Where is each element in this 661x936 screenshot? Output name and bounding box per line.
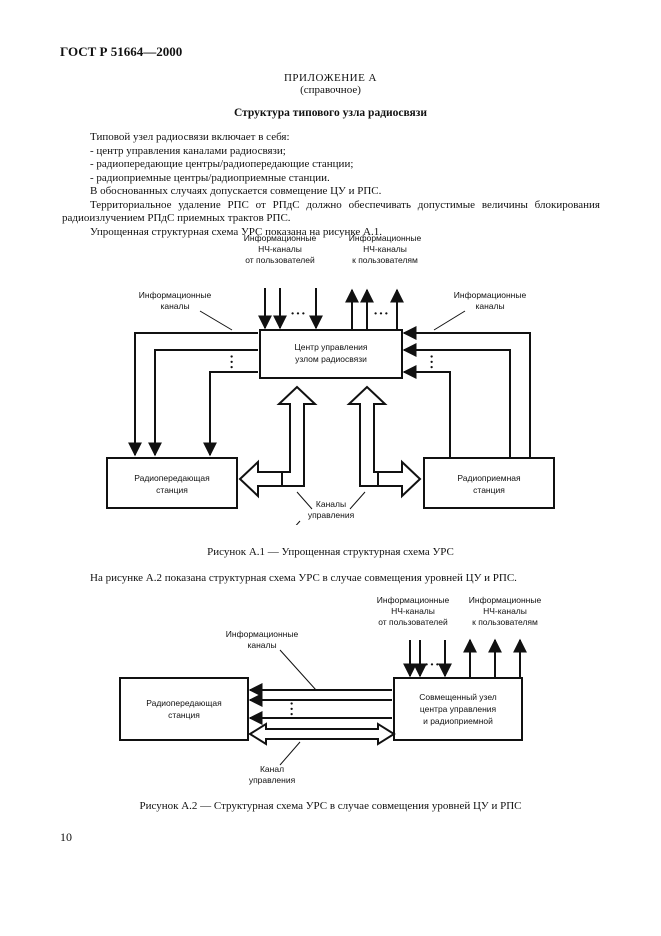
svg-text:Информационные: Информационные: [226, 629, 299, 639]
svg-text:к пользователям: к пользователям: [472, 617, 538, 627]
figure-a2-diagram: Информационные НЧ-каналы от пользователе…: [119, 595, 542, 785]
vertical-dots-right: • • •: [427, 355, 437, 369]
combined-node-label: центра управления: [420, 704, 497, 714]
control-center-label: Центр управления: [294, 342, 367, 352]
dots: • • •: [425, 659, 439, 669]
info-channels-label: Информационные каналы: [226, 629, 299, 650]
paragraph: Упрощенная структурная схема УРС показан…: [90, 225, 383, 238]
svg-text:НЧ-каналы: НЧ-каналы: [483, 606, 527, 616]
svg-text:к пользователям: к пользователям: [352, 255, 418, 265]
combined-node-box: [393, 677, 523, 741]
control-center-box: [259, 329, 403, 379]
top-right-label: Информационные НЧ-каналы к пользователям: [469, 595, 542, 627]
dots: • • •: [291, 308, 305, 318]
figure-a1-caption: Рисунок А.1 — Упрощенная структурная схе…: [207, 546, 454, 558]
svg-text:каналы: каналы: [160, 301, 189, 311]
transmitter-label: станция: [168, 710, 200, 720]
svg-text:Информационные: Информационные: [349, 233, 422, 243]
between-text: На рисунке А.2 показана структурная схем…: [90, 572, 517, 584]
control-center-label: узлом радиосвязи: [295, 354, 367, 364]
svg-text:Информационные: Информационные: [454, 290, 527, 300]
transmitter-label: станция: [156, 485, 188, 495]
svg-text:каналы: каналы: [247, 640, 276, 650]
figure-a2-caption: Рисунок А.2 — Структурная схема УРС в сл…: [139, 800, 522, 812]
paragraph-continuation: радиоизлучением РПдС приемных трактов РП…: [62, 212, 291, 224]
receiver-links: [402, 326, 531, 458]
combined-node-label: и радиоприемной: [423, 716, 493, 726]
right-info-label: Информационные каналы: [454, 290, 527, 311]
paragraph: В обоснованных случаях допускается совме…: [90, 185, 382, 197]
svg-text:НЧ-каналы: НЧ-каналы: [391, 606, 435, 616]
control-channel-arrowhead-left: [238, 459, 283, 499]
paragraph: Территориальное удаление РПС от РПдС дол…: [90, 198, 600, 211]
transmitter-label: Радиопередающая: [134, 473, 210, 483]
dots: • • •: [374, 308, 388, 318]
svg-text:управления: управления: [308, 510, 355, 520]
list-item: - радиоприемные центры/радиоприемные ста…: [90, 171, 330, 184]
label-pointer: [295, 520, 301, 525]
svg-text:Канал: Канал: [260, 764, 284, 774]
transmitter-box: [119, 677, 249, 741]
transmitter-box: [106, 457, 238, 509]
svg-text:НЧ-каналы: НЧ-каналы: [363, 244, 407, 254]
control-channel-arrow: [248, 722, 396, 746]
svg-text:от пользователей: от пользователей: [378, 617, 448, 627]
document-header: ГОСТ Р 51664—2000: [60, 44, 183, 59]
receiver-label: станция: [473, 485, 505, 495]
info-channel-arrows: [248, 683, 392, 725]
control-channel-arrow-right: [346, 385, 388, 487]
control-channel-arrow-left: [276, 385, 318, 487]
left-info-label: Информационные каналы: [139, 290, 212, 311]
top-right-label: Информационные НЧ-каналы к пользователям: [349, 233, 422, 265]
svg-text:Информационные: Информационные: [139, 290, 212, 300]
control-channel-label: Канал управления: [249, 764, 296, 785]
intro-text: Типовой узел радиосвязи включает в себя:…: [62, 131, 600, 239]
left-label-pointer: [199, 310, 233, 331]
appendix-note: (справочное): [300, 84, 361, 96]
transmitter-label: Радиопередающая: [146, 698, 222, 708]
control-channels-label: Каналы управления: [308, 499, 355, 520]
list-item: - радиопередающие центры/радиопередающие…: [90, 158, 354, 170]
user-channel-arrows: [258, 288, 404, 330]
label-pointer: [296, 491, 313, 510]
svg-text:Информационные: Информационные: [469, 595, 542, 605]
list-item: - центр управления каналами радиосвязи;: [90, 144, 286, 157]
figure-a1-diagram: Информационные НЧ-каналы от пользователе…: [106, 233, 555, 525]
vertical-dots: • • •: [287, 702, 297, 716]
svg-text:каналы: каналы: [475, 301, 504, 311]
section-title: Структура типового узла радиосвязи: [233, 107, 428, 119]
vertical-dots-left: • • •: [227, 355, 237, 369]
label-pointer: [279, 649, 317, 691]
svg-text:Информационные: Информационные: [377, 595, 450, 605]
user-channel-arrows: [403, 638, 527, 678]
svg-text:Каналы: Каналы: [316, 499, 346, 509]
transmitter-links: [128, 332, 258, 457]
receiver-label: Радиоприемная: [457, 473, 521, 483]
label-pointer: [279, 741, 301, 766]
top-left-label: Информационные НЧ-каналы от пользователе…: [377, 595, 450, 627]
label-pointer: [349, 491, 366, 510]
paragraph: Типовой узел радиосвязи включает в себя:: [90, 131, 290, 143]
svg-text:управления: управления: [249, 775, 296, 785]
svg-text:от пользователей: от пользователей: [245, 255, 315, 265]
page-number: 10: [60, 830, 72, 844]
svg-text:Информационные: Информационные: [244, 233, 317, 243]
receiver-box: [423, 457, 555, 509]
right-label-pointer: [433, 310, 466, 331]
top-left-label: Информационные НЧ-каналы от пользователе…: [244, 233, 317, 265]
appendix-title: ПРИЛОЖЕНИЕ А: [283, 72, 377, 84]
combined-node-label: Совмещенный узел: [419, 692, 497, 702]
control-channel-arrowhead-right: [377, 459, 422, 499]
svg-text:НЧ-каналы: НЧ-каналы: [258, 244, 302, 254]
